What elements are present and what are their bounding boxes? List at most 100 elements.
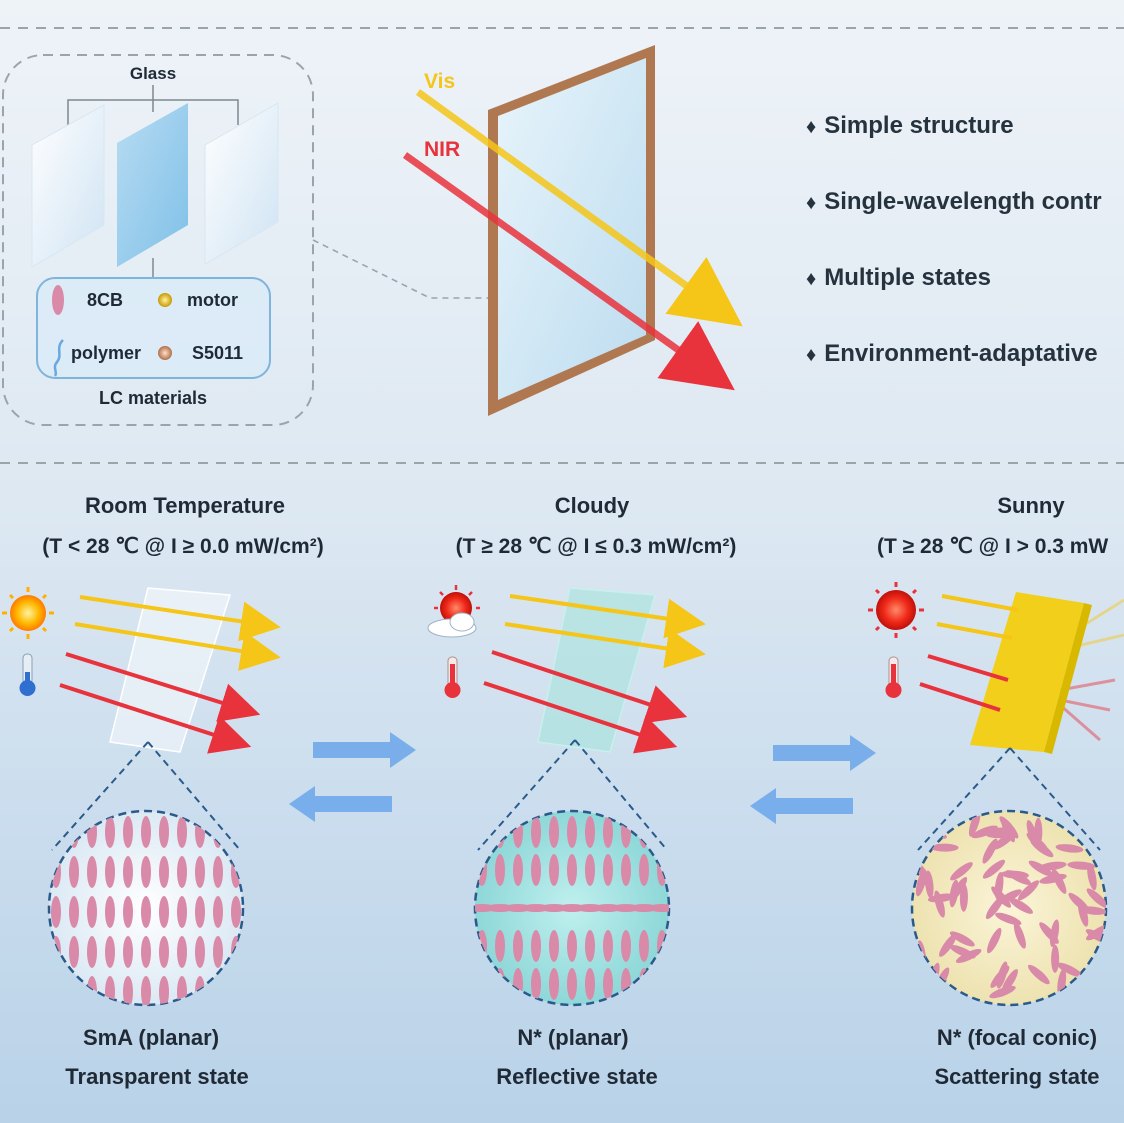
lc-molecule xyxy=(531,816,541,848)
lc-molecule xyxy=(567,968,577,1000)
lc-molecule xyxy=(51,816,61,848)
diamond-bullet-icon: ♦ xyxy=(806,192,817,214)
lc-molecule xyxy=(177,936,187,968)
lc-molecule xyxy=(213,816,223,848)
lc-molecule xyxy=(513,816,523,848)
forward-arrow-2 xyxy=(773,735,876,771)
lc-molecule xyxy=(994,871,1004,900)
thermometer-hot-icon xyxy=(885,656,902,698)
lc-molecule xyxy=(1077,899,1089,927)
state-sunny-illustration xyxy=(868,582,1124,1007)
cloudy-sun-icon xyxy=(427,585,480,638)
lc-molecule xyxy=(513,968,523,1000)
lc-molecule xyxy=(87,816,97,848)
lc-molecule xyxy=(87,896,97,928)
lc-molecule xyxy=(159,856,169,888)
lc-molecule xyxy=(639,816,649,848)
lc-molecule xyxy=(1013,922,1026,949)
lc-molecule xyxy=(639,854,649,886)
lc-molecule xyxy=(123,896,133,928)
lc-molecule xyxy=(87,936,97,968)
lc-molecule xyxy=(603,816,613,848)
lc-molecule xyxy=(213,856,223,888)
glass-connector xyxy=(67,85,239,125)
feature-text: Single-wavelength contr xyxy=(824,188,1102,215)
lc-molecule xyxy=(985,827,1014,836)
lc-molecule xyxy=(105,936,115,968)
lc-molecule xyxy=(195,816,205,848)
lc-layer-pane xyxy=(117,103,188,267)
lc-molecule xyxy=(51,856,61,888)
lc-molecule xyxy=(495,816,505,848)
lc-molecule xyxy=(1001,870,1029,879)
state-phase: SmA (planar) xyxy=(82,1025,220,1050)
lc-molecule xyxy=(968,811,981,837)
lc-molecule xyxy=(87,976,97,1005)
lc-molecule xyxy=(985,896,1004,920)
feature-item: ♦Multiple states xyxy=(806,264,991,292)
lc-molecule xyxy=(1086,888,1106,909)
lc-molecule xyxy=(603,968,613,1000)
material-label-8cb: 8CB xyxy=(87,290,124,310)
lc-molecule xyxy=(639,930,649,962)
lc-molecule xyxy=(549,816,559,848)
lc-molecule xyxy=(915,982,943,992)
lc-molecule xyxy=(123,856,133,888)
lc-molecule xyxy=(982,838,998,864)
lc-molecule xyxy=(657,854,667,886)
material-label-s5011: S5011 xyxy=(192,343,244,363)
lc-molecule xyxy=(930,843,959,852)
lc-molecule xyxy=(495,968,505,1000)
lc-molecule xyxy=(987,927,1002,954)
state-name: Transparent state xyxy=(65,1064,249,1089)
window-glass xyxy=(498,58,646,400)
state-phase: N* (focal conic) xyxy=(936,1025,1098,1050)
lc-molecule xyxy=(585,968,595,1000)
state-condition: (T ≥ 28 ℃ @ I > 0.3 mW xyxy=(877,535,1109,558)
lc-molecule xyxy=(971,825,998,839)
lc-molecule xyxy=(69,896,79,928)
lc-molecule xyxy=(955,948,982,964)
material-label-motor: motor xyxy=(187,290,238,310)
lc-molecule xyxy=(657,968,667,1000)
lc-molecule xyxy=(915,869,927,897)
state-title: Room Temperature xyxy=(84,493,286,518)
lc-molecule xyxy=(531,930,541,962)
lc-molecule xyxy=(567,930,577,962)
lc-molecule xyxy=(603,854,613,886)
lc-molecule xyxy=(1067,861,1096,870)
lc-molecule xyxy=(51,976,61,1005)
lc-molecule xyxy=(1017,880,1040,901)
lc-materials-caption: LC materials xyxy=(98,388,208,408)
lc-molecule xyxy=(123,976,133,1005)
lc-molecule xyxy=(1039,922,1059,944)
lc-molecule xyxy=(195,896,205,928)
state-title: Cloudy xyxy=(554,493,630,518)
lc-molecule xyxy=(177,816,187,848)
lc-molecule xyxy=(1078,906,1106,915)
feature-text: Simple structure xyxy=(824,112,1014,139)
backward-arrow-2 xyxy=(750,788,853,824)
lc-molecule xyxy=(603,930,613,962)
n-star-focal-conic-rod-array xyxy=(915,811,1106,999)
state-room-temperature-illustration xyxy=(2,587,281,1007)
state-name: Scattering state xyxy=(934,1064,1100,1089)
thermometer-cold-icon xyxy=(19,653,36,696)
lc-molecule xyxy=(495,854,505,886)
thermometer-hot-icon xyxy=(444,656,461,698)
lc-molecule xyxy=(934,890,945,918)
diamond-bullet-icon: ♦ xyxy=(806,116,817,138)
feature-item: ♦Environment-adaptative xyxy=(806,340,1098,368)
lc-molecule xyxy=(585,930,595,962)
lc-molecule xyxy=(1055,844,1084,853)
lc-molecule xyxy=(549,968,559,1000)
state-condition: (T ≥ 28 ℃ @ I ≤ 0.3 mW/cm²) xyxy=(455,535,737,558)
lc-molecule xyxy=(567,854,577,886)
lc-molecule xyxy=(950,876,968,901)
hot-sun-icon xyxy=(868,582,924,638)
lc-molecule xyxy=(141,936,151,968)
state-condition: (T < 28 ℃ @ I ≥ 0.0 mW/cm²) xyxy=(42,535,324,558)
lc-molecule xyxy=(477,816,487,848)
feature-item: ♦ Single-wavelength contr xyxy=(806,188,1102,216)
glass-pane-right xyxy=(204,102,279,265)
